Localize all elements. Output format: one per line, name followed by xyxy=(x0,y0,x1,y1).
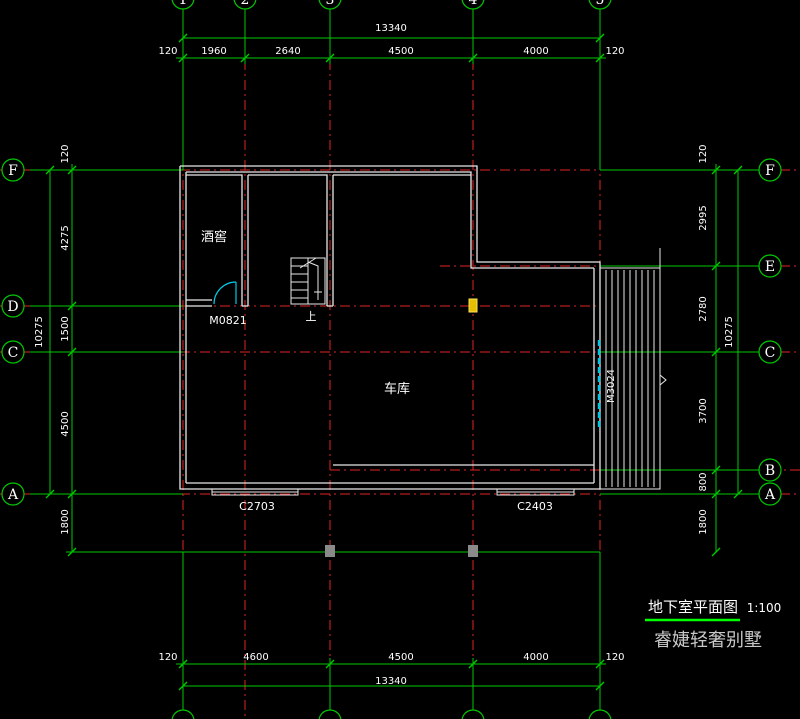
dim-bottom-seg-4: 4000 xyxy=(523,652,548,663)
axis-label-col-3-top: 3 xyxy=(326,0,335,8)
project-name: 睿婕轻奢别墅 xyxy=(654,630,762,651)
dim-right-seg-1800: 1800 xyxy=(698,509,709,534)
dim-left-seg-4500: 4500 xyxy=(60,411,71,436)
dim-top-seg-1: 120 xyxy=(158,46,177,57)
axis-label-row-A-left: A xyxy=(7,487,19,503)
dim-bottom-total: 13340 xyxy=(375,676,407,687)
room-label-garage: 车库 xyxy=(384,381,410,397)
dim-right-seg-3700: 3700 xyxy=(698,398,709,423)
dim-right-seg-2995: 2995 xyxy=(698,205,709,230)
dim-top-seg-5: 4000 xyxy=(523,46,548,57)
column-marker-gray-2 xyxy=(468,545,478,557)
dim-left-seg-1800: 1800 xyxy=(60,509,71,534)
dim-bottom-seg-2: 4600 xyxy=(243,652,268,663)
window-label-c2703: C2703 xyxy=(239,500,275,513)
column-marker-yellow xyxy=(468,298,478,313)
dim-left-total: 10275 xyxy=(34,316,45,348)
dim-bottom-seg-1: 120 xyxy=(158,652,177,663)
dim-left-seg-4275: 4275 xyxy=(60,225,71,250)
axis-label-row-E-right: E xyxy=(765,259,775,275)
dim-right-seg-2780: 2780 xyxy=(698,296,709,321)
dim-left-seg-1500: 1500 xyxy=(60,316,71,341)
window-label-c2403: C2403 xyxy=(517,500,553,513)
dim-top-seg-3: 2640 xyxy=(275,46,300,57)
stair-up-label: 上 xyxy=(306,310,317,323)
stair xyxy=(290,257,326,305)
axis-label-row-A-right: A xyxy=(764,487,776,503)
right-steps xyxy=(600,248,667,490)
dim-right-total: 10275 xyxy=(724,316,735,348)
walls xyxy=(179,165,601,490)
axis-label-row-F-left: F xyxy=(8,163,18,179)
axis-label-row-C-left: C xyxy=(8,345,19,361)
dim-left-seg-120: 120 xyxy=(60,144,71,163)
dim-top-seg-6: 120 xyxy=(605,46,624,57)
axis-label-row-C-right: C xyxy=(765,345,776,361)
door-label-m0821: M0821 xyxy=(209,314,247,327)
dim-right-seg-800: 800 xyxy=(698,472,709,491)
axis-label-col-1-top: 1 xyxy=(179,0,188,8)
windows xyxy=(211,488,575,496)
column-marker-gray-1 xyxy=(325,545,335,557)
axis-label-row-B-right: B xyxy=(765,463,775,479)
axis-label-col-4-top: 4 xyxy=(469,0,478,8)
dim-top-total: 13340 xyxy=(375,23,407,34)
axis-label-col-5-top: 5 xyxy=(596,0,605,8)
dim-top-seg-4: 4500 xyxy=(388,46,413,57)
dimension-ticks xyxy=(45,33,743,691)
axis-label-row-F-right: F xyxy=(765,163,775,179)
door-cellar-swing xyxy=(213,281,237,305)
dim-top-seg-2: 1960 xyxy=(201,46,226,57)
axis-bubbles xyxy=(1,0,782,719)
room-label-wine-cellar: 酒窖 xyxy=(201,229,227,245)
outer-wall xyxy=(179,165,601,490)
dim-right-seg-120: 120 xyxy=(698,144,709,163)
dim-bottom-seg-5: 120 xyxy=(605,652,624,663)
axis-label-row-D-left: D xyxy=(7,299,18,315)
dim-bottom-seg-3: 4500 xyxy=(388,652,413,663)
garage-door-label: M3024 xyxy=(606,369,617,403)
drawing-title: 地下室平面图 xyxy=(648,598,738,616)
drawing-scale: 1:100 xyxy=(747,601,782,615)
axis-label-col-2-top: 2 xyxy=(241,0,250,8)
